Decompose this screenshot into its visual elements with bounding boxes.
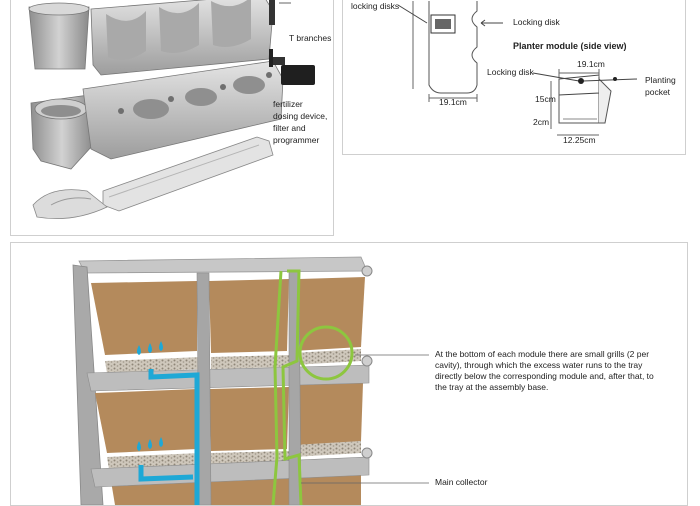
single-pot-middle bbox=[30, 94, 94, 170]
front-locking-disks-label: locking disks bbox=[351, 1, 400, 11]
side-view-title: Planter module (side view) bbox=[513, 41, 627, 51]
module-row-2 bbox=[95, 383, 363, 469]
grill-highlight-circle bbox=[298, 325, 354, 381]
section-view-drawing bbox=[72, 256, 429, 505]
exploded-view-drawing bbox=[28, 0, 315, 219]
fertilizer-label-line-1: fertilizer bbox=[273, 99, 303, 109]
locking-disk-dot bbox=[578, 78, 584, 84]
fertilizer-label-line-4: programmer bbox=[273, 135, 320, 145]
three-pocket-module-top bbox=[90, 0, 274, 76]
side-locking-disk-label: Locking disk bbox=[487, 67, 534, 77]
dimensions-drawing bbox=[397, 1, 638, 136]
water-drops-icon bbox=[137, 341, 163, 451]
top-rail bbox=[78, 256, 368, 274]
front-view-outline bbox=[397, 1, 503, 102]
module-row-1 bbox=[91, 277, 365, 373]
vertical-dividers bbox=[196, 270, 302, 505]
planting-pocket-dot bbox=[613, 77, 617, 81]
single-pot-top bbox=[28, 2, 90, 70]
t-branches-label: T branches bbox=[289, 33, 332, 43]
exploded-view-panel: T branches fertilizer dosing device, fil… bbox=[10, 0, 334, 236]
dimensions-panel: locking disks Locking disk 19.1cm Plante… bbox=[342, 0, 686, 155]
section-view-panel: At the bottom of each module there are s… bbox=[10, 242, 688, 506]
front-locking-disk-label: Locking disk bbox=[513, 17, 560, 27]
main-collector-label: Main collector bbox=[435, 477, 488, 487]
water-flow-path bbox=[138, 369, 200, 505]
four-pocket-module bbox=[82, 60, 284, 160]
fertilizer-label-line-2: dosing device, bbox=[273, 111, 328, 121]
front-width-label: 19.1cm bbox=[439, 97, 467, 107]
side-view-outline bbox=[532, 69, 638, 136]
side-base-width-label: 12.25cm bbox=[563, 135, 596, 145]
bolt-icon bbox=[361, 355, 373, 367]
fertilizer-dosing-device bbox=[269, 49, 315, 85]
module-row-3 bbox=[111, 473, 361, 505]
main-collector-outline bbox=[271, 269, 303, 505]
bolt-icon bbox=[361, 447, 373, 459]
fertilizer-label-line-3: filter and bbox=[273, 123, 306, 133]
left-frame bbox=[72, 264, 104, 505]
grill-note: At the bottom of each module there are s… bbox=[435, 349, 654, 392]
side-top-width-label: 19.1cm bbox=[577, 59, 605, 69]
bolt-icon bbox=[361, 265, 373, 277]
side-height-main-label: 15cm bbox=[535, 94, 556, 104]
side-height-base-label: 2cm bbox=[533, 117, 550, 127]
planting-pocket-label-line-2: pocket bbox=[645, 87, 671, 97]
drip-pipe-top bbox=[269, 0, 275, 25]
tray-end-cap bbox=[32, 189, 108, 219]
planting-pocket-label-line-1: Planting bbox=[645, 75, 676, 85]
